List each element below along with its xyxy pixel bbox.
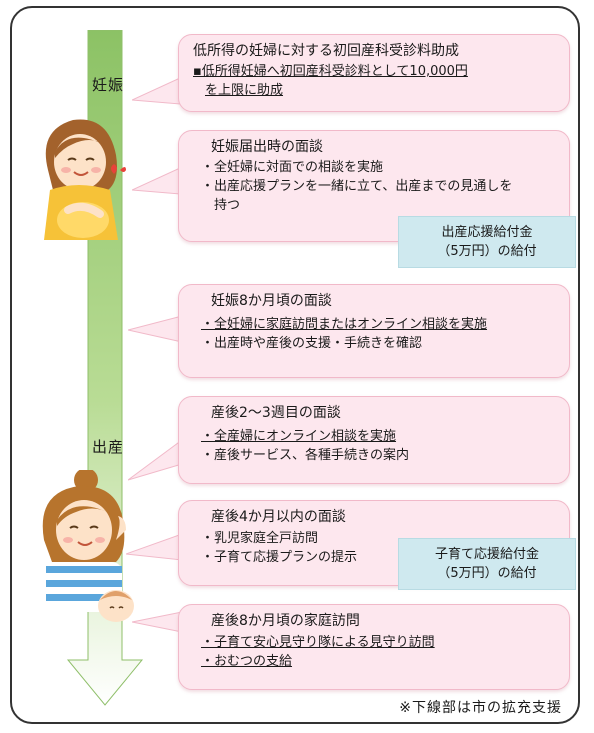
card-title: 産後4か月以内の面談 (211, 509, 346, 525)
card-2-pointer (132, 168, 181, 195)
card-1-pointer (132, 78, 181, 105)
card-6-pointer (132, 611, 183, 633)
benefit-box-birth-support: 出産応援給付金 （5万円）の給付 (398, 216, 576, 268)
benefit-line: （5万円）の給付 (437, 244, 537, 259)
card-item: ・全妊婦に家庭訪問またはオンライン相談を実施 (201, 317, 488, 332)
card-item: ・子育て応援プランの提示 (201, 550, 358, 565)
card-title: 産後2～3週目の面談 (211, 405, 341, 421)
card-8-month-home-visit: 産後8か月頃の家庭訪問 ・子育て安心見守り隊による見守り訪問 ・おむつの支給 (178, 604, 570, 690)
card-item: ▪低所得妊婦へ初回産科受診料として10,000円 (193, 64, 468, 79)
card-item: ・全産婦にオンライン相談を実施 (201, 429, 397, 444)
card-title: 産後8か月頃の家庭訪問 (211, 613, 360, 629)
card-item: を上限に助成 (205, 83, 284, 98)
timeline-arrow (66, 30, 144, 706)
card-initial-visit-subsidy: 低所得の妊婦に対する初回産科受診料助成 ▪低所得妊婦へ初回産科受診料として10,… (178, 34, 570, 112)
card-item: ・乳児家庭全戸訪問 (201, 531, 319, 546)
card-4-pointer (128, 440, 183, 481)
card-2-3-week-interview: 産後2～3週目の面談 ・全産婦にオンライン相談を実施 ・産後サービス、各種手続き… (178, 396, 570, 484)
card-item: 持つ (201, 198, 241, 213)
card-title: 低所得の妊婦に対する初回産科受診料助成 (193, 43, 459, 59)
card-8-month-interview: 妊娠8か月頃の面談 ・全妊婦に家庭訪問またはオンライン相談を実施 ・出産時や産後… (178, 284, 570, 378)
card-5-pointer (126, 534, 183, 561)
card-item: ・おむつの支給 (201, 654, 293, 669)
mother-baby-illustration (42, 470, 134, 622)
footnote: ※下線部は市の拡充支援 (399, 700, 562, 716)
card-item: ・子育て安心見守り隊による見守り訪問 (201, 635, 435, 650)
card-item: ・出産時や産後の支援・手続きを確認 (201, 336, 423, 351)
benefit-box-childcare-support: 子育て応援給付金 （5万円）の給付 (398, 538, 576, 590)
stage-label-pregnancy: 妊娠 (92, 76, 125, 94)
card-title: 妊娠届出時の面談 (211, 139, 323, 155)
benefit-line: 出産応援給付金 (441, 225, 533, 240)
benefit-line: 子育て応援給付金 (434, 547, 539, 562)
pregnant-woman-illustration (44, 119, 126, 240)
card-item: ・産後サービス、各種手続きの案内 (201, 448, 410, 463)
benefit-line: （5万円）の給付 (437, 566, 537, 581)
card-item: ・出産応援プランを一緒に立て、出産までの見通しを (201, 179, 513, 194)
card-3-pointer (128, 316, 183, 343)
card-item: ・全妊婦に対面での相談を実施 (201, 160, 384, 175)
card-title: 妊娠8か月頃の面談 (211, 293, 332, 309)
stage-label-birth: 出産 (92, 438, 125, 456)
